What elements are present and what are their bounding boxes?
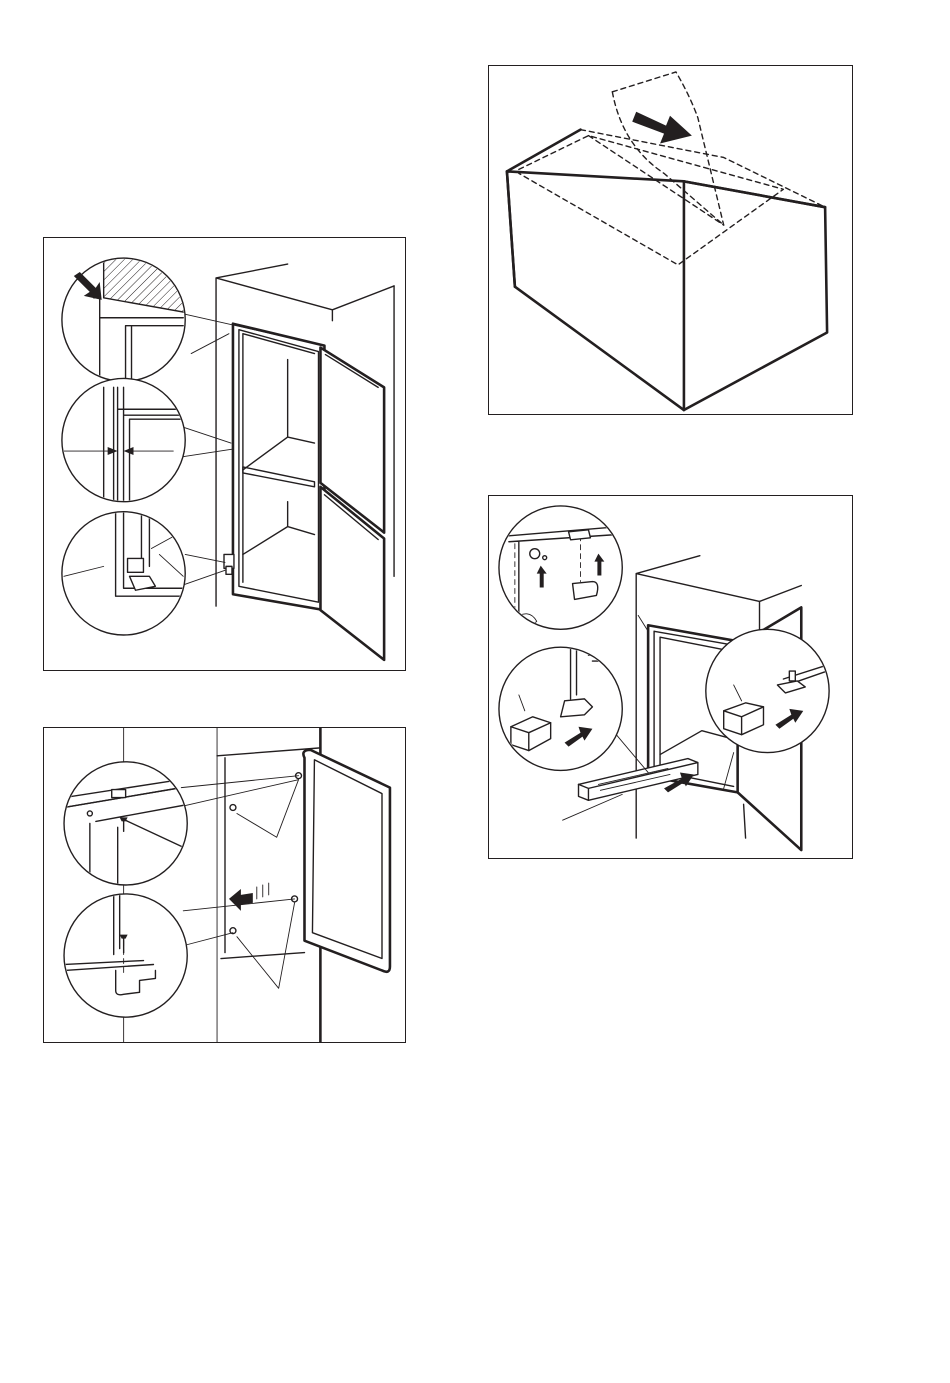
callout-cover-left	[499, 647, 628, 770]
callout-hinge-detail	[62, 512, 193, 635]
hinge-check-figure	[43, 237, 406, 671]
callout-gap-dimension	[62, 378, 193, 506]
callout-seal-corner	[62, 258, 193, 387]
callout-clip-removal	[499, 506, 628, 635]
callout-top-hinge-screw	[64, 762, 193, 897]
door-screw-figure	[43, 727, 406, 1043]
callout-bottom-hinge-screw	[64, 894, 187, 1017]
bracket-cover-figure	[488, 495, 853, 859]
arrow-icon	[632, 112, 692, 144]
callout-cover-right	[706, 629, 829, 752]
arrow-icon	[229, 889, 253, 911]
template-sheet-figure	[488, 65, 853, 415]
